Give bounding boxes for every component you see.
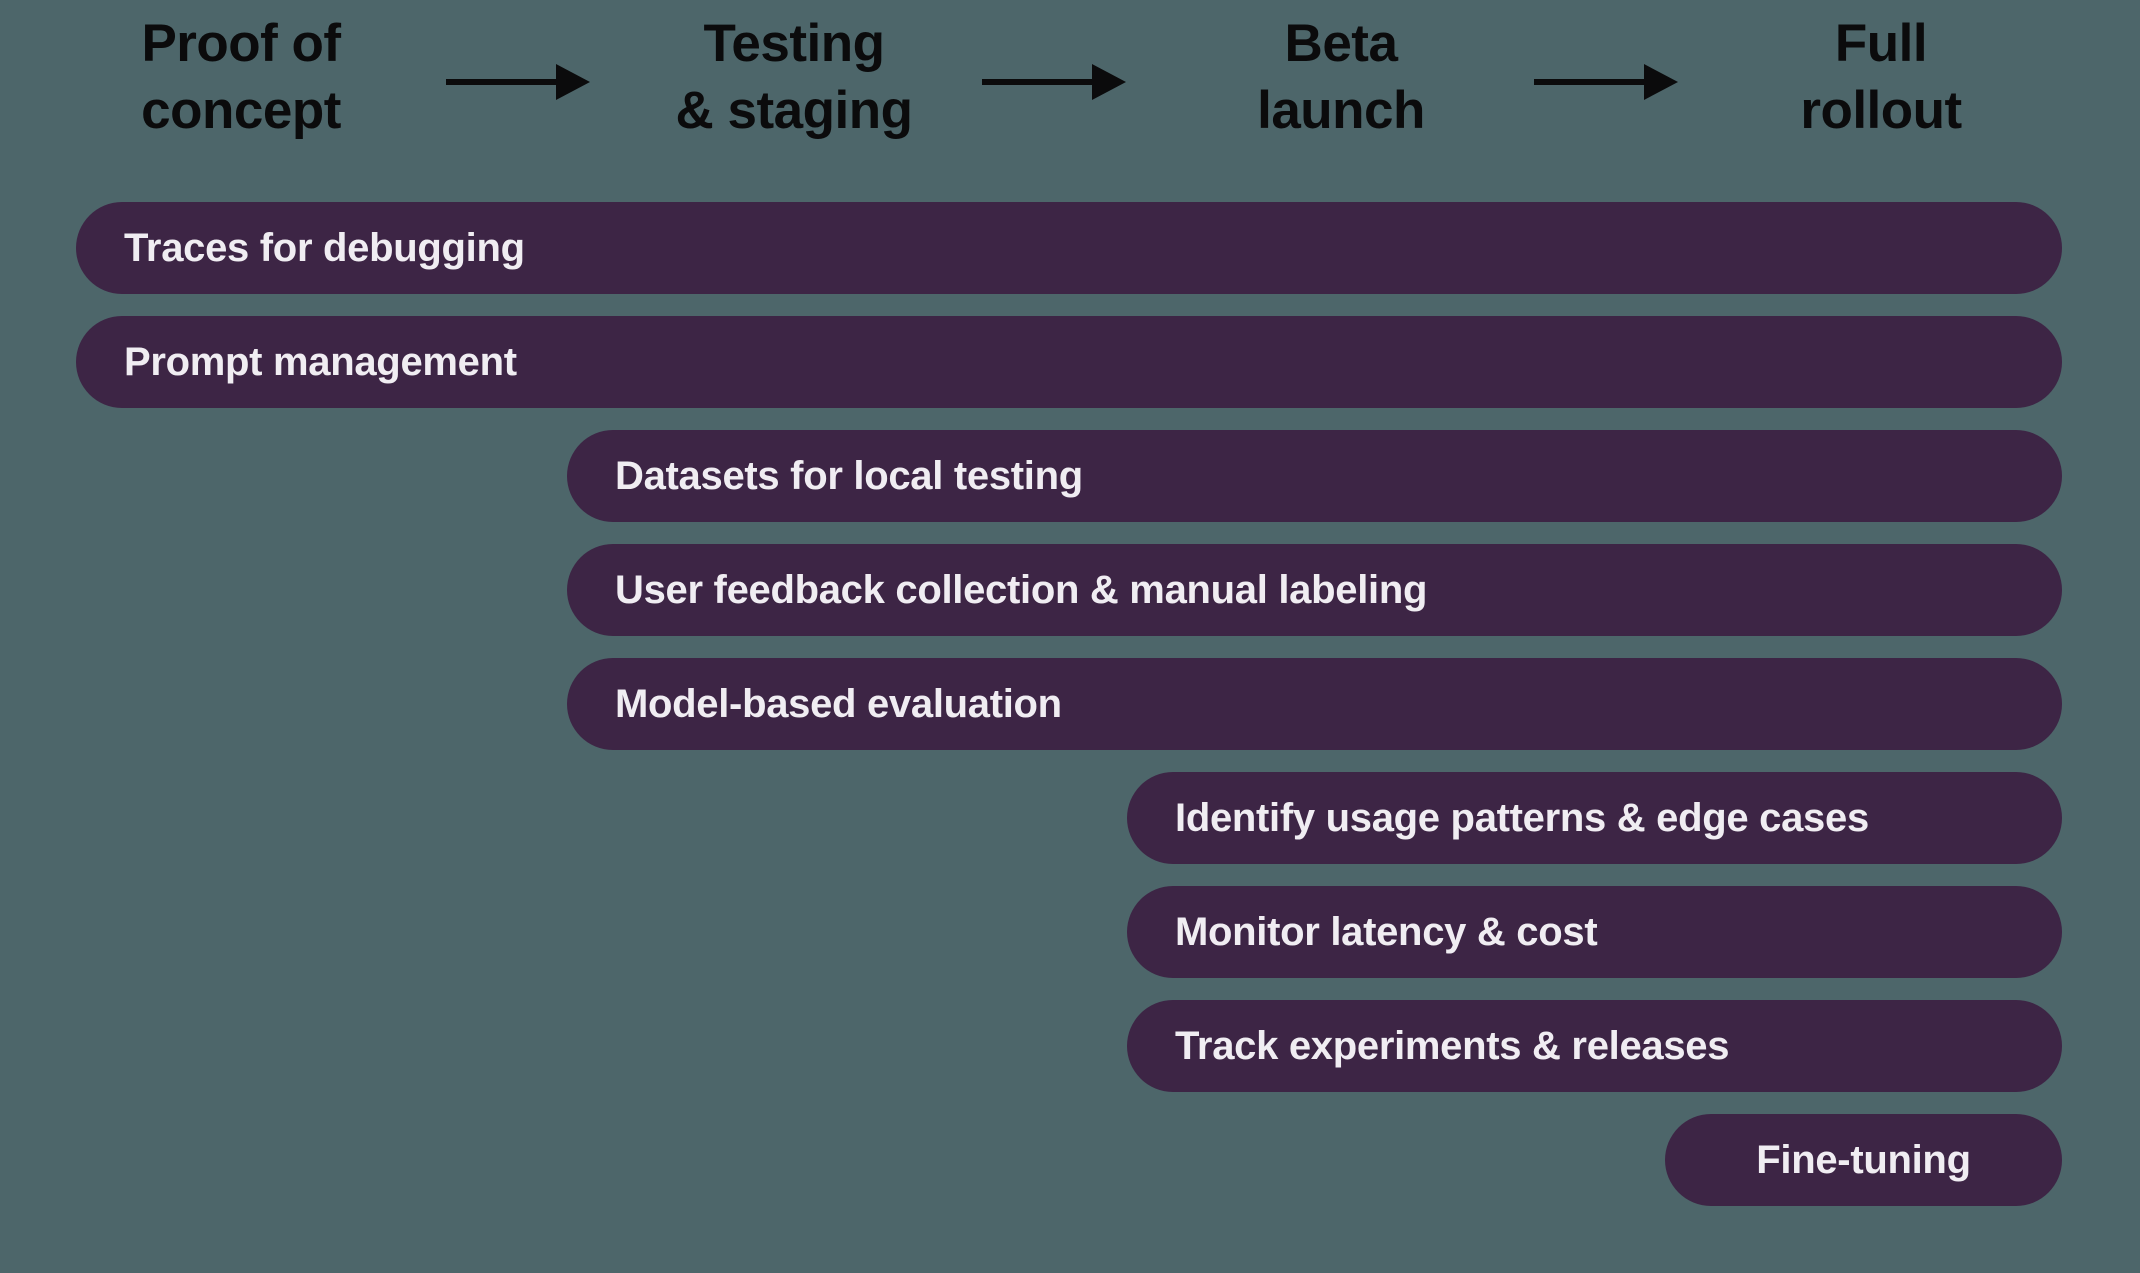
bar-label: Monitor latency & cost — [1175, 909, 1598, 954]
bar-label: Prompt management — [124, 339, 517, 384]
bar-model-based-evaluation: Model-based evaluation — [567, 658, 2062, 750]
bar-user-feedback-collection: User feedback collection & manual labeli… — [567, 544, 2062, 636]
phase-label-line: launch — [1257, 81, 1425, 140]
arrow-right-icon — [982, 0, 1126, 164]
bar-identify-usage-patterns: Identify usage patterns & edge cases — [1127, 772, 2062, 864]
bar-label: Model-based evaluation — [615, 681, 1062, 726]
arrow-head — [1644, 64, 1678, 100]
arrow-right-icon — [446, 0, 590, 164]
phase-testing-staging: Testing & staging — [534, 10, 1054, 144]
bar-traces-for-debugging: Traces for debugging — [76, 202, 2062, 294]
bar-label: Fine-tuning — [1756, 1137, 1971, 1182]
phase-label-line: rollout — [1800, 81, 1962, 140]
bar-label: Traces for debugging — [124, 225, 525, 270]
bar-label: User feedback collection & manual labeli… — [615, 567, 1428, 612]
phase-label-line: concept — [141, 81, 341, 140]
arrow-shaft — [982, 79, 1096, 85]
bar-monitor-latency-cost: Monitor latency & cost — [1127, 886, 2062, 978]
arrow-head — [1092, 64, 1126, 100]
bar-datasets-for-local-testing: Datasets for local testing — [567, 430, 2062, 522]
arrow-right-icon — [1534, 0, 1678, 164]
bar-label: Track experiments & releases — [1175, 1023, 1730, 1068]
phase-label-line: Testing — [703, 14, 885, 73]
bar-fine-tuning: Fine-tuning — [1665, 1114, 2062, 1206]
bar-track-experiments-releases: Track experiments & releases — [1127, 1000, 2062, 1092]
phase-label-line: Beta — [1284, 14, 1398, 73]
phase-full-rollout: Full rollout — [1621, 10, 2140, 144]
bar-label: Datasets for local testing — [615, 453, 1083, 498]
arrow-head — [556, 64, 590, 100]
phase-label-line: & staging — [675, 81, 913, 140]
arrow-shaft — [1534, 79, 1648, 85]
phase-label-line: Proof of — [141, 14, 341, 73]
arrow-shaft — [446, 79, 560, 85]
phase-beta-launch: Beta launch — [1081, 10, 1601, 144]
phase-label-line: Full — [1834, 14, 1928, 73]
phase-proof-of-concept: Proof of concept — [0, 10, 501, 144]
bar-label: Identify usage patterns & edge cases — [1175, 795, 1869, 840]
bar-prompt-management: Prompt management — [76, 316, 2062, 408]
